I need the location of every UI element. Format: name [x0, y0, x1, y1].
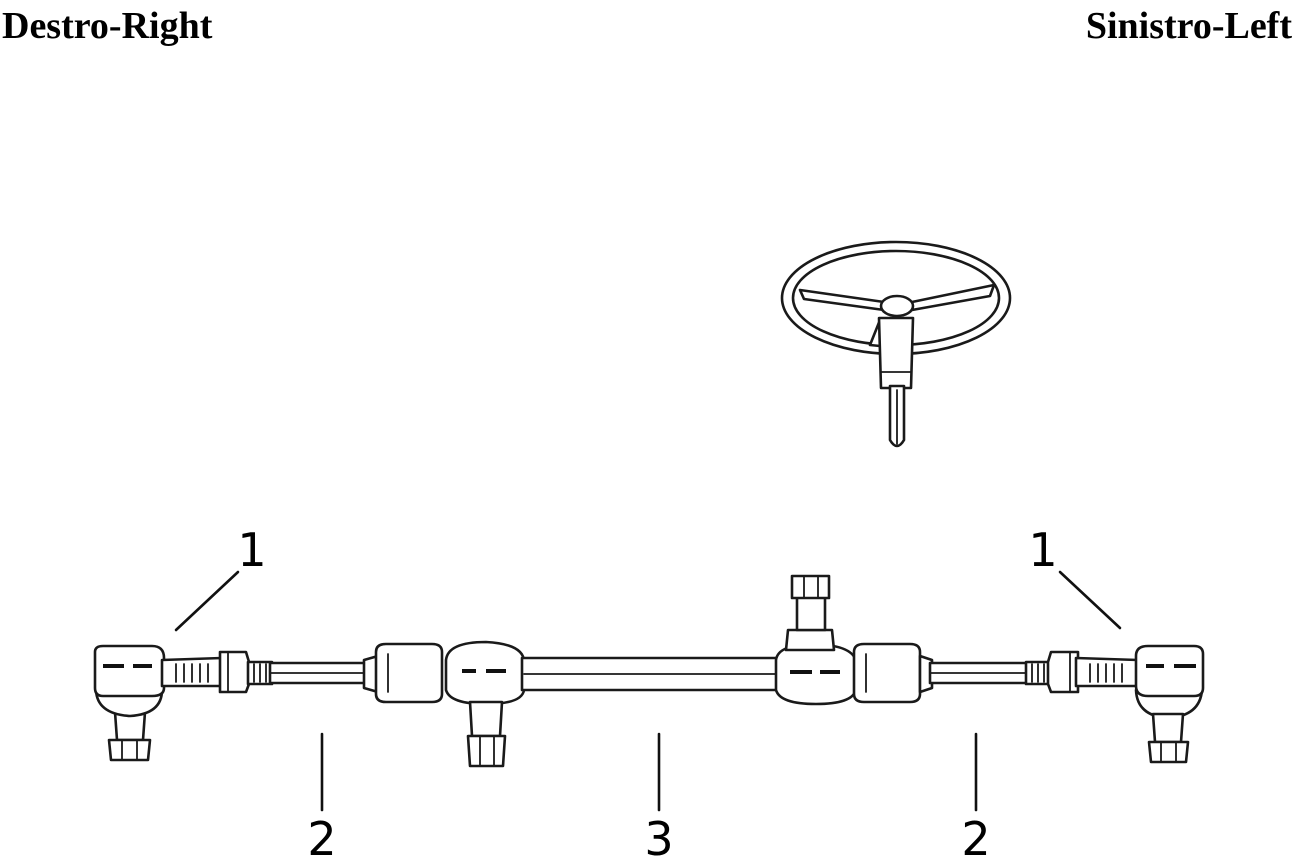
right-side-label: Destro-Right — [2, 5, 213, 47]
callout-2-left: 2 — [307, 812, 336, 860]
callout-2-right: 2 — [961, 812, 990, 860]
leader-line-1-left — [174, 570, 240, 632]
leader-lines — [174, 570, 1122, 812]
leader-line-1-right — [1058, 570, 1122, 630]
steering-wheel-icon — [780, 240, 1012, 448]
tie-rod-end-right — [1024, 644, 1205, 764]
callout-1-left: 1 — [237, 523, 266, 577]
callout-1-right: 1 — [1028, 523, 1057, 577]
left-side-label: Sinistro-Left — [1085, 5, 1292, 47]
tie-rod-end-left — [93, 644, 274, 762]
adjusting-tube-left — [268, 642, 444, 704]
adjusting-tube-right — [852, 642, 1030, 704]
callout-3: 3 — [644, 812, 673, 860]
center-link — [444, 574, 858, 768]
